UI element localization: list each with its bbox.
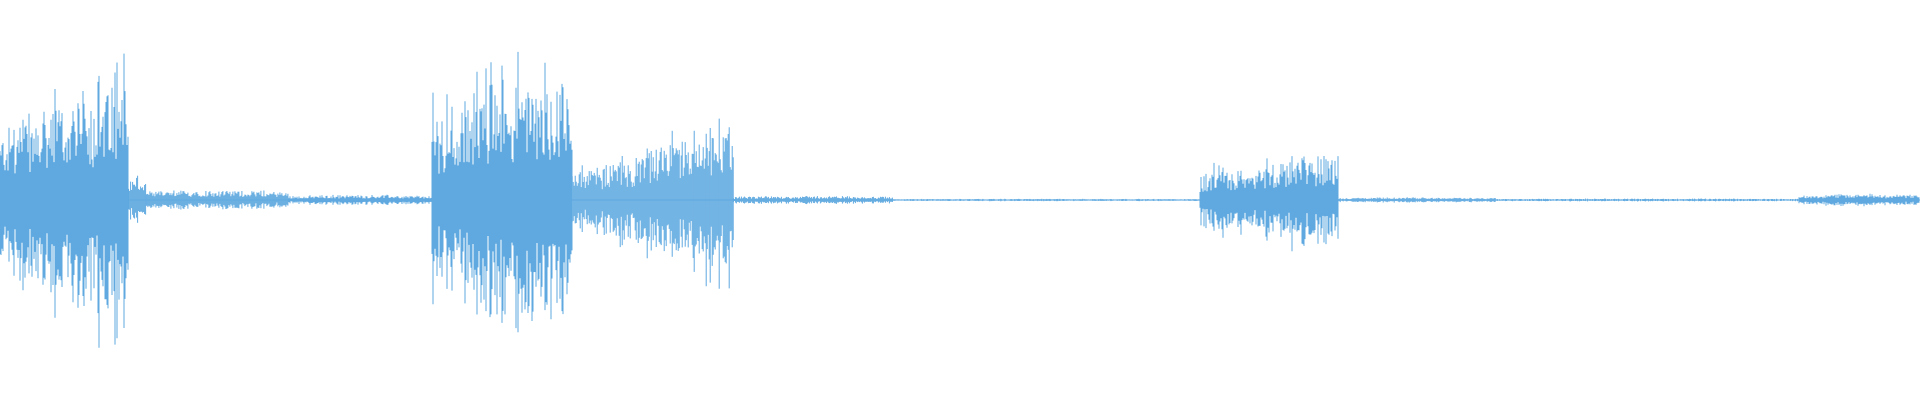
waveform-peaks: [0, 51, 1920, 348]
